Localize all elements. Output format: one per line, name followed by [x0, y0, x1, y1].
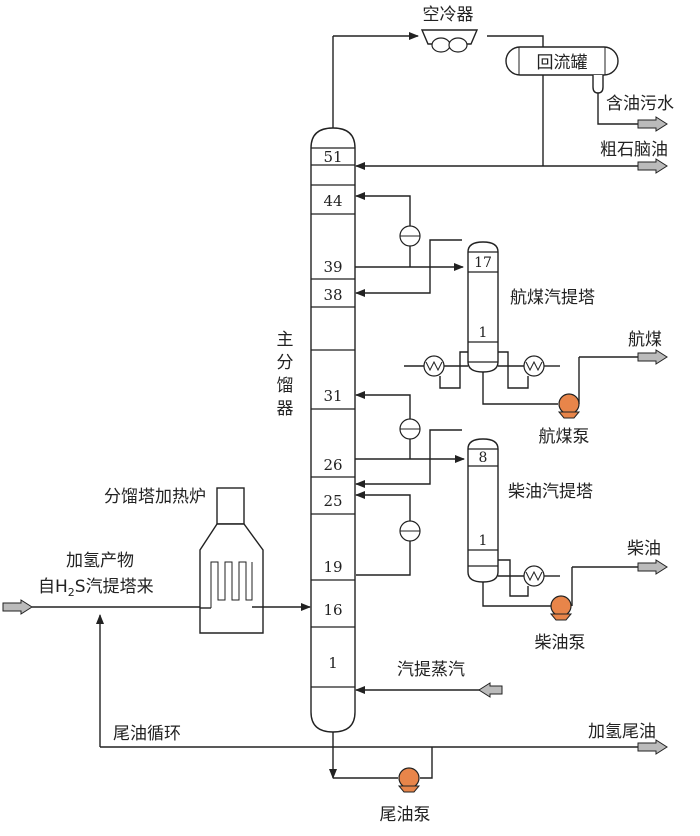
- tray-31: 31: [323, 387, 342, 405]
- main-fractionator-label-1: 主: [277, 330, 294, 350]
- bottoms-pump: [397, 767, 421, 793]
- feed-line: [2, 599, 311, 615]
- diesel-pumparound-lower: [355, 491, 421, 576]
- tray-19: 19: [323, 558, 342, 576]
- diesel-stripper-label: 柴油汽提塔: [508, 482, 593, 502]
- main-fractionator: 51 44 39 38 31 26 25 19 16 1: [310, 127, 356, 733]
- tray-26: 26: [323, 456, 342, 474]
- jet-reboilers: [404, 351, 560, 389]
- stripping-steam-label: 汽提蒸汽: [397, 660, 465, 680]
- diesel-pump-label: 柴油泵: [535, 633, 586, 653]
- main-fractionator-label-2: 分: [277, 353, 294, 373]
- diesel-reboiler: [498, 559, 560, 597]
- jet-stripper-label: 航煤汽提塔: [510, 288, 595, 308]
- main-fractionator-label-3: 馏: [277, 376, 294, 396]
- tray-38: 38: [323, 286, 342, 304]
- jet-tray-1: 1: [479, 325, 488, 341]
- fractionator-heater: [199, 487, 264, 634]
- tray-44: 44: [323, 192, 342, 210]
- jet-stripper: 17 1: [467, 241, 499, 373]
- naphtha-reflux-line: [355, 75, 668, 174]
- diesel-tray-8: 8: [479, 450, 488, 466]
- air-cooler: [420, 29, 479, 53]
- jet-bottoms-line: [482, 349, 668, 405]
- overhead-vapor-line: [332, 32, 544, 128]
- air-cooler-label: 空冷器: [423, 5, 474, 25]
- diesel-pumparound-upper: [355, 391, 465, 488]
- jet-pump: [557, 393, 581, 419]
- tray-25: 25: [323, 492, 342, 510]
- tray-39: 39: [323, 258, 342, 276]
- naphtha-label: 粗石脑油: [600, 140, 668, 160]
- jet-fuel-label: 航煤: [628, 330, 662, 350]
- feed-label-1: 加氢产物: [66, 551, 134, 571]
- main-fractionator-label-4: 器: [277, 399, 294, 419]
- diesel-tray-1: 1: [479, 533, 488, 549]
- oily-water-label: 含油污水: [606, 94, 674, 114]
- jet-tray-17: 17: [474, 255, 492, 271]
- diesel-bottoms-line: [482, 559, 668, 607]
- oily-water-line: [597, 93, 668, 132]
- tray-16: 16: [323, 601, 342, 619]
- feed-label-2: 自H2S汽提塔来: [38, 577, 154, 599]
- diesel-label: 柴油: [627, 539, 661, 559]
- bottoms-recycle-label: 尾油循环: [113, 724, 181, 744]
- jet-pumparound: [355, 192, 464, 297]
- heater-label: 分馏塔加热炉: [104, 487, 206, 507]
- bottoms-pump-label: 尾油泵: [380, 805, 431, 825]
- reflux-drum-label: 回流罐: [537, 53, 588, 73]
- hydro-bottoms-label: 加氢尾油: [588, 722, 656, 742]
- reflux-drum: [505, 46, 619, 94]
- tray-1: 1: [328, 654, 338, 672]
- stripping-steam-line: [355, 682, 503, 698]
- jet-pump-label: 航煤泵: [539, 427, 590, 447]
- diesel-stripper: 8 1: [467, 438, 499, 583]
- diesel-pump: [549, 595, 573, 621]
- bottoms-line: [96, 614, 668, 779]
- tray-51: 51: [323, 148, 342, 166]
